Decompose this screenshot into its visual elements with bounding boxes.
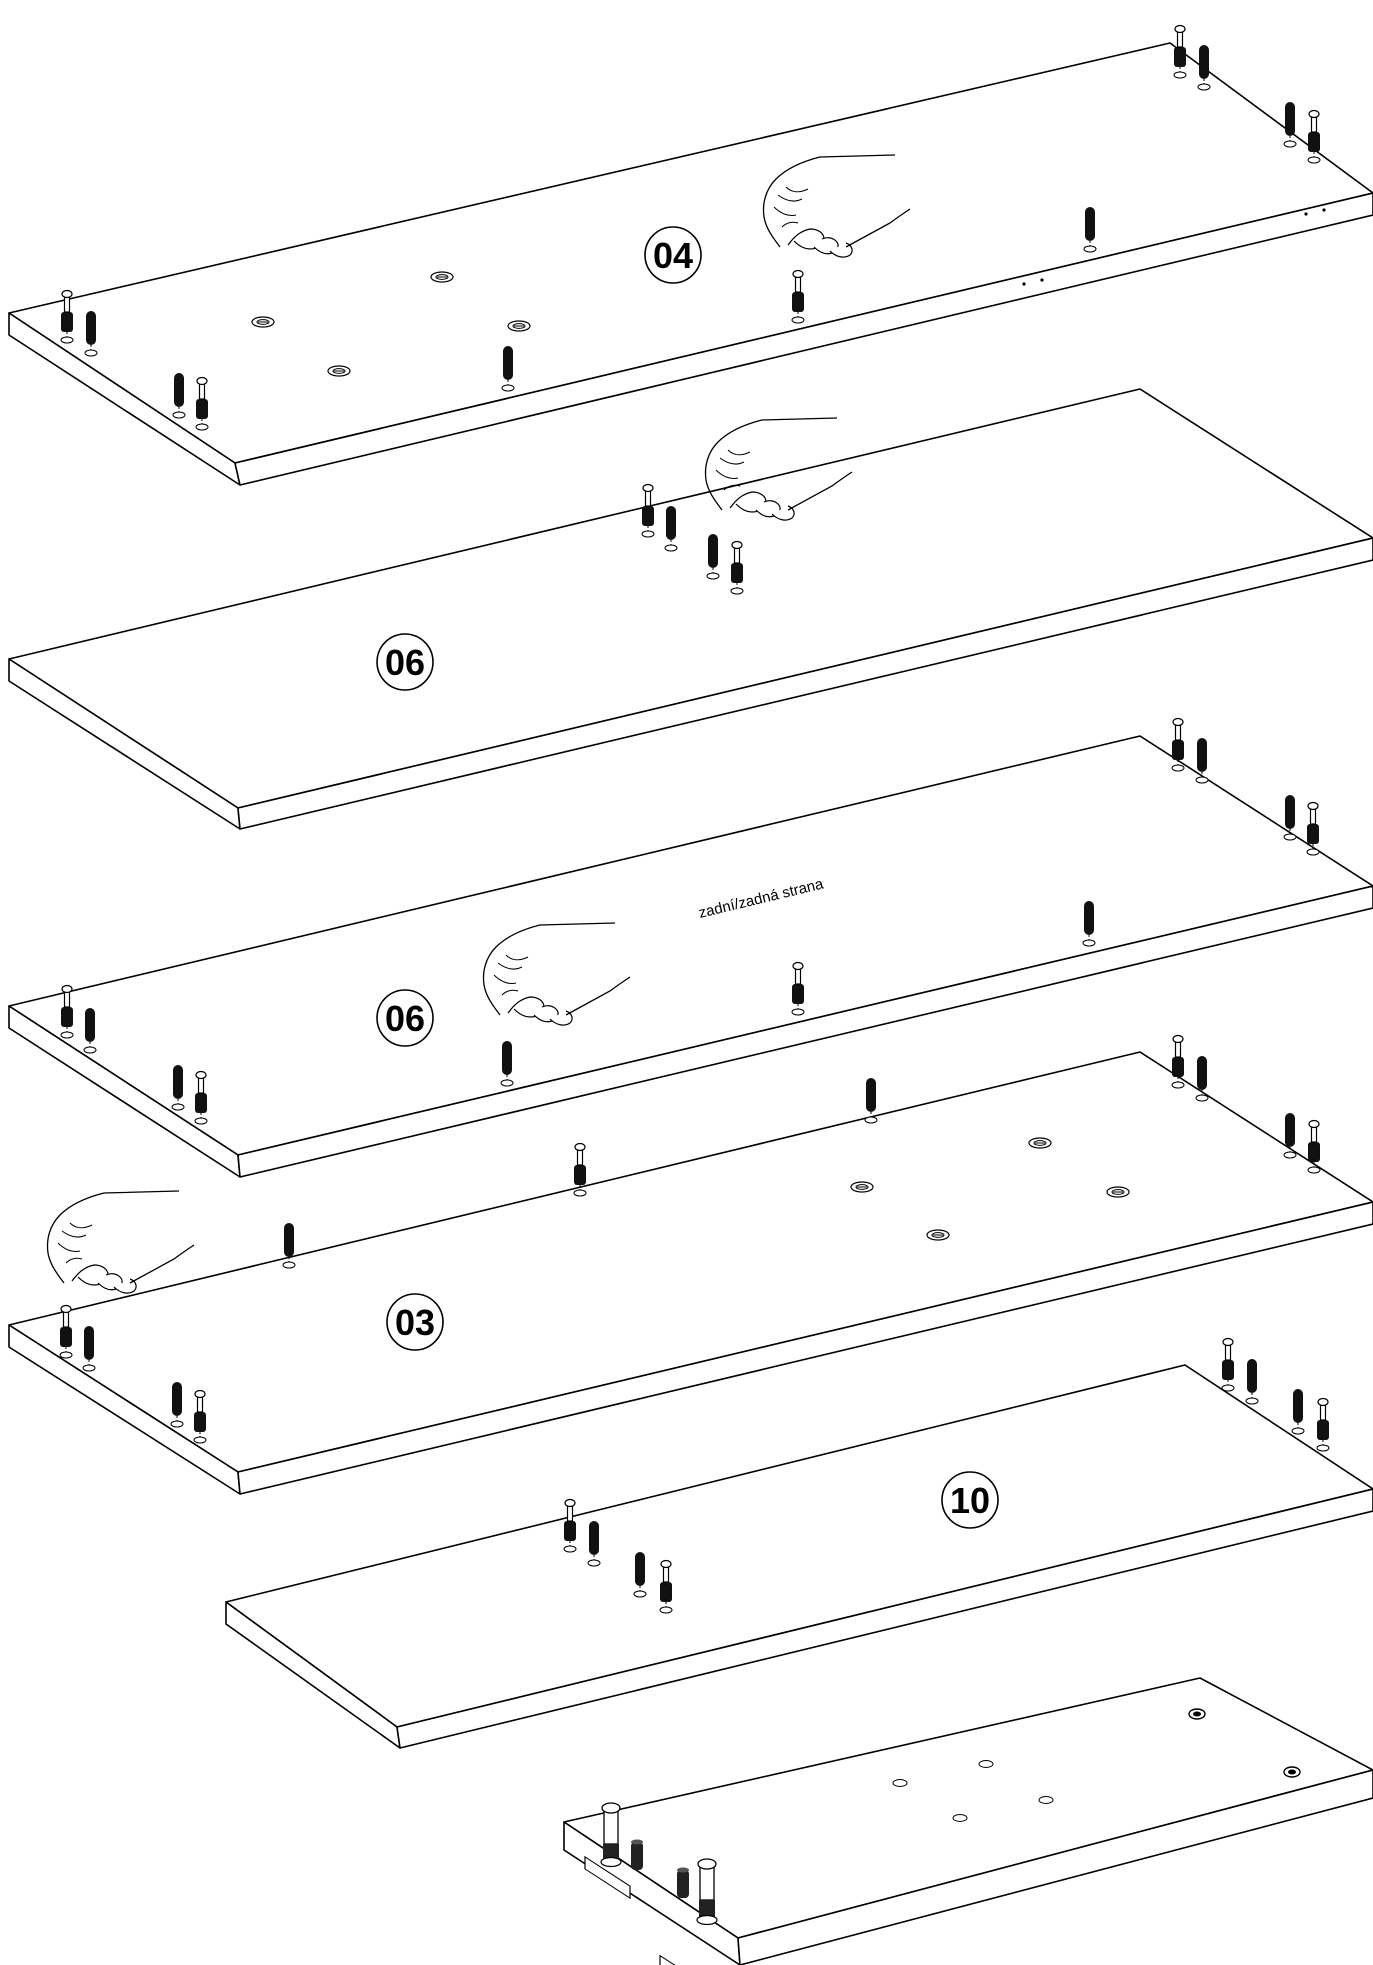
part-number-10-badge: 10 — [941, 1471, 999, 1529]
part-number-03-badge: 03 — [386, 1293, 444, 1351]
cam-lock-hole — [430, 271, 454, 283]
panel-03: 03 — [8, 1034, 1373, 1495]
part-number-06-lower: 06 — [385, 998, 425, 1039]
cam-bolt — [1316, 1397, 1330, 1452]
part-number-06-upper: 06 — [385, 642, 425, 683]
part-number-04-badge: 04 — [644, 226, 702, 284]
cam-lock-hole — [327, 365, 351, 377]
panel-06-upper: 06 — [8, 388, 1373, 830]
cam-bolt — [1221, 1337, 1235, 1392]
part-number-06-upper-badge: 06 — [376, 633, 434, 691]
panel-06-lower: zadní/zadná strana 06 — [8, 717, 1373, 1178]
panel-10: 10 — [225, 1337, 1373, 1749]
panel-04: 04 — [8, 24, 1373, 486]
cam-lock-hole — [1028, 1137, 1052, 1149]
panel-base — [563, 1677, 1373, 1965]
cam-bolt — [600, 1802, 622, 1868]
part-number-06-lower-badge: 06 — [376, 989, 434, 1047]
cam-lock-hole — [507, 320, 531, 332]
part-number-04: 04 — [653, 235, 693, 276]
cam-bolt — [696, 1858, 718, 1926]
cam-lock-hole — [251, 316, 275, 328]
part-number-10: 10 — [950, 1480, 990, 1521]
wooden-dowel — [1245, 1358, 1259, 1405]
wooden-dowel — [677, 1867, 689, 1898]
cam-lock-hole — [1106, 1186, 1130, 1198]
screw-head-icon — [1188, 1708, 1206, 1720]
screw-head-icon — [1283, 1766, 1301, 1778]
cam-lock-hole — [850, 1181, 874, 1193]
wooden-dowel — [1291, 1388, 1305, 1435]
part-number-03: 03 — [395, 1302, 435, 1343]
cam-lock-hole — [926, 1229, 950, 1241]
wooden-dowel — [631, 1839, 643, 1870]
hand-icon — [46, 1190, 195, 1294]
